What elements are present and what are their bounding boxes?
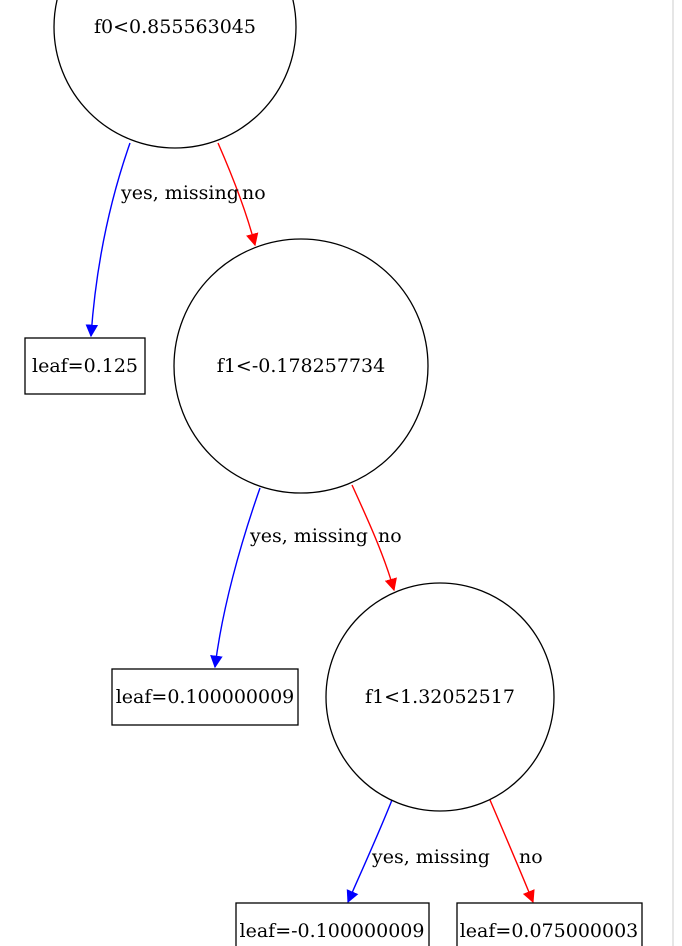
leaf-l3-label: leaf=0.075000003 bbox=[460, 920, 639, 942]
leaf-l2-box bbox=[235, 902, 430, 946]
node-split2-label: f1<1.32052517 bbox=[365, 686, 515, 708]
leaf-l3-box bbox=[456, 902, 643, 946]
node-root: f0<0.855563045 bbox=[53, 0, 297, 149]
node-split1-label: f1<-0.178257734 bbox=[217, 355, 385, 377]
node-root-label: f0<0.855563045 bbox=[94, 16, 256, 38]
edge-label-split1-no: no bbox=[378, 525, 402, 547]
leaf-l2: leaf=-0.100000009 bbox=[235, 902, 430, 946]
leaf-l1-label: leaf=0.100000009 bbox=[116, 686, 295, 708]
edge-label-split2-yes: yes, missing bbox=[371, 846, 490, 868]
edge-label-root-no: no bbox=[242, 182, 266, 204]
node-split1: f1<-0.178257734 bbox=[173, 238, 429, 494]
edge-root-yes bbox=[85, 142, 131, 338]
leaf-l1: leaf=0.100000009 bbox=[111, 668, 299, 726]
leaf-l0: leaf=0.125 bbox=[24, 337, 146, 395]
leaf-l2-label: leaf=-0.100000009 bbox=[240, 920, 425, 942]
edge-label-root-yes: yes, missing bbox=[120, 182, 239, 204]
leaf-l3: leaf=0.075000003 bbox=[456, 902, 643, 946]
leaf-l0-label: leaf=0.125 bbox=[32, 355, 138, 377]
edge-label-split2-no: no bbox=[519, 846, 543, 868]
node-root-circle bbox=[53, 0, 297, 149]
leaf-l1-box bbox=[111, 668, 299, 726]
edge-split2-no bbox=[489, 799, 535, 904]
edge-split2-yes bbox=[346, 799, 393, 904]
node-split2-circle bbox=[325, 582, 555, 812]
edge-split1-yes bbox=[210, 487, 261, 669]
node-split2: f1<1.32052517 bbox=[325, 582, 555, 812]
leaf-l0-box bbox=[24, 337, 146, 395]
node-split1-circle bbox=[173, 238, 429, 494]
edge-root-no bbox=[217, 142, 259, 247]
edge-label-split1-yes: yes, missing bbox=[249, 525, 368, 547]
edge-split1-no bbox=[351, 484, 397, 592]
